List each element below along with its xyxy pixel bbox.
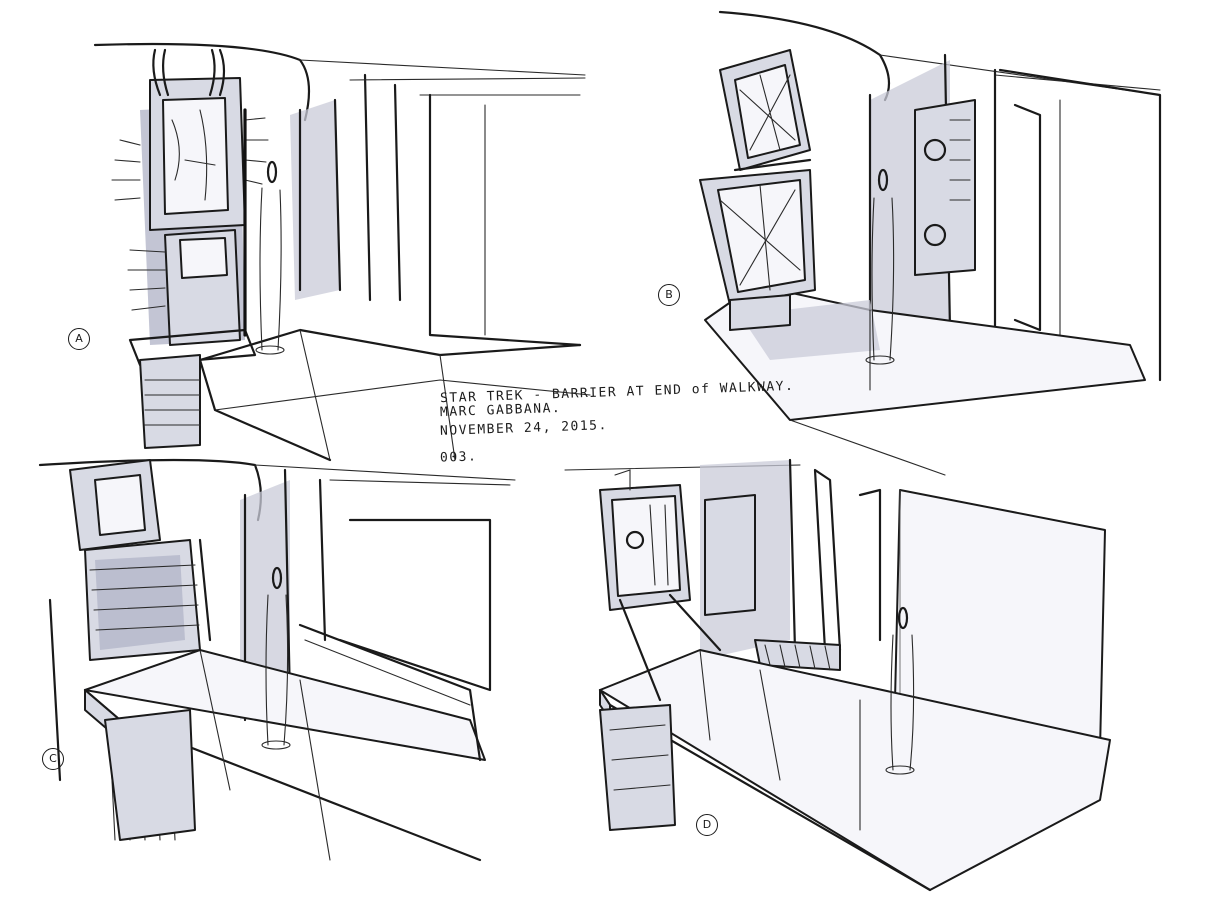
panel-d-drawing	[564, 458, 1111, 892]
panel-a-marker: A	[68, 328, 90, 350]
panel-b-drawing	[699, 10, 1162, 476]
panel-c-label: C	[49, 752, 57, 765]
panel-b-label: B	[665, 288, 673, 301]
panel-d-label: D	[702, 818, 712, 831]
panel-c-marker: C	[42, 748, 64, 770]
panel-a-label: A	[75, 332, 83, 345]
panel-c-drawing	[38, 458, 516, 862]
sketch-number: 003.	[439, 449, 478, 466]
panel-a-drawing	[93, 42, 591, 462]
panel-d-marker: D	[696, 814, 718, 836]
panel-b-marker: B	[658, 284, 680, 306]
